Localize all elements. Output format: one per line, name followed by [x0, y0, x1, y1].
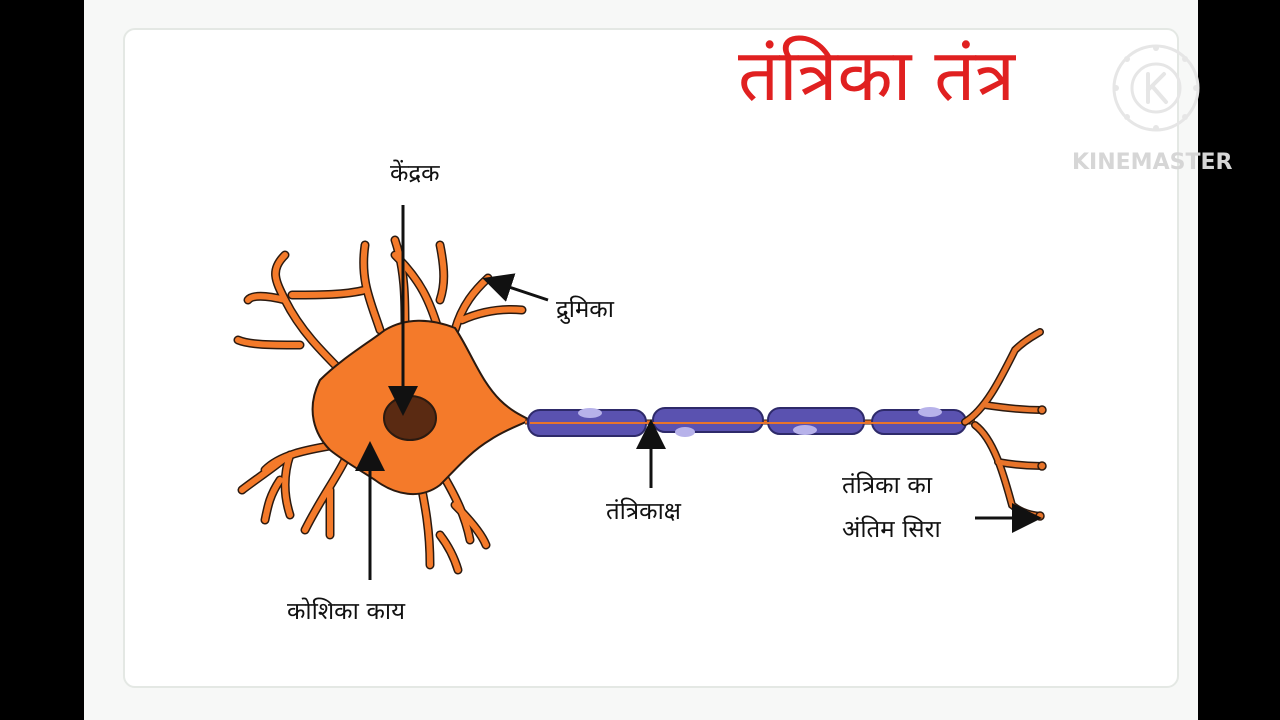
kinemaster-watermark: KINEMASTER [1072, 150, 1233, 175]
dendrite-label: द्रुमिका [556, 295, 614, 323]
nerve-ending-label-line2: अंतिम सिरा [842, 515, 941, 543]
myelin-segment [652, 407, 764, 433]
cell-body-label: कोशिका काय [287, 597, 406, 625]
nerve-ending-label-line1: तंत्रिका का [842, 471, 933, 499]
pointer-arrows [355, 205, 1042, 580]
axon-label: तंत्रिकाक्ष [606, 497, 681, 525]
nucleus [383, 395, 437, 441]
right-black-bar [1196, 0, 1280, 720]
nucleus-label: केंद्रक [390, 159, 440, 187]
axon-terminal [961, 328, 1047, 521]
myelin-segment [767, 407, 865, 435]
kinemaster-k-logo-icon [1112, 44, 1200, 132]
dendrite-arrow [482, 273, 549, 302]
left-black-bar [0, 0, 84, 720]
diagram-card [123, 28, 1179, 688]
page-title: तंत्रिका तंत्र [738, 33, 1016, 117]
